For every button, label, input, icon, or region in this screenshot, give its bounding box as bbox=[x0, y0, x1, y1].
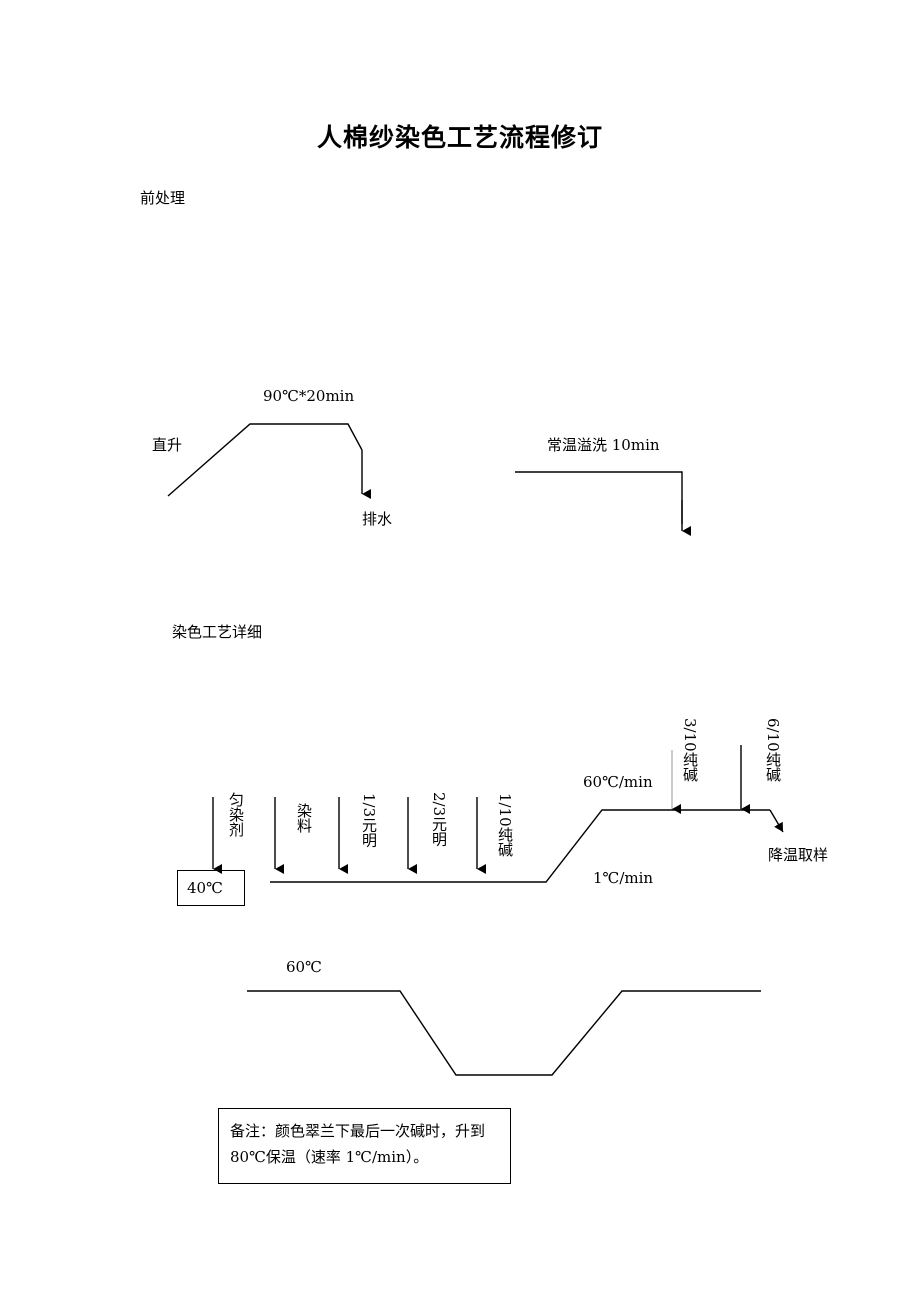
third-profile-temp-label: 60℃ bbox=[286, 958, 322, 976]
addition-label-salt-2-3: 2/3元明 bbox=[430, 792, 448, 847]
end-label-cool-sample: 降温取样 bbox=[768, 846, 829, 864]
addition-label-soda-1-10: 1/10纯碱 bbox=[496, 793, 514, 857]
addition-label-dye: 染料 bbox=[295, 803, 313, 833]
pretreatment-hold-label: 90℃*20min bbox=[263, 387, 355, 405]
pretreatment-section-label: 前处理 bbox=[140, 189, 186, 207]
hold-temp-label: 60℃/min bbox=[583, 773, 653, 791]
page-title: 人棉纱染色工艺流程修订 bbox=[316, 123, 603, 152]
cool-sample-arrow bbox=[769, 809, 784, 833]
hold-addition-label-soda-6-10: 6/10纯碱 bbox=[764, 718, 782, 782]
pretreatment-drain-label: 排水 bbox=[362, 510, 393, 528]
pretreatment-rise-label: 直升 bbox=[152, 436, 183, 454]
dyeing-section-label: 染色工艺详细 bbox=[172, 623, 263, 641]
note-box: 备注：颜色翠兰下最后一次碱时，升到 80℃保温（速率 1℃/min）。 bbox=[218, 1108, 511, 1184]
note-line-2: 80℃保温（速率 1℃/min）。 bbox=[230, 1148, 429, 1166]
hold-addition-label-soda-3-10: 3/10纯碱 bbox=[681, 718, 699, 782]
start-temp-box: 40℃ bbox=[177, 870, 245, 906]
addition-label-salt-1-3: 1/3元明 bbox=[360, 793, 378, 848]
third-profile-line bbox=[247, 990, 761, 1076]
pretreatment-profile-line bbox=[167, 423, 363, 497]
dyeing-profile-line bbox=[270, 809, 770, 883]
addition-label-leveling-agent: 匀染剂 bbox=[227, 792, 245, 837]
note-line-1: 备注：颜色翠兰下最后一次碱时，升到 bbox=[230, 1122, 486, 1140]
pretreatment-wash-label: 常温溢洗 10min bbox=[547, 436, 660, 454]
wash-profile-line bbox=[515, 471, 683, 524]
rate-label: 1℃/min bbox=[593, 869, 654, 887]
